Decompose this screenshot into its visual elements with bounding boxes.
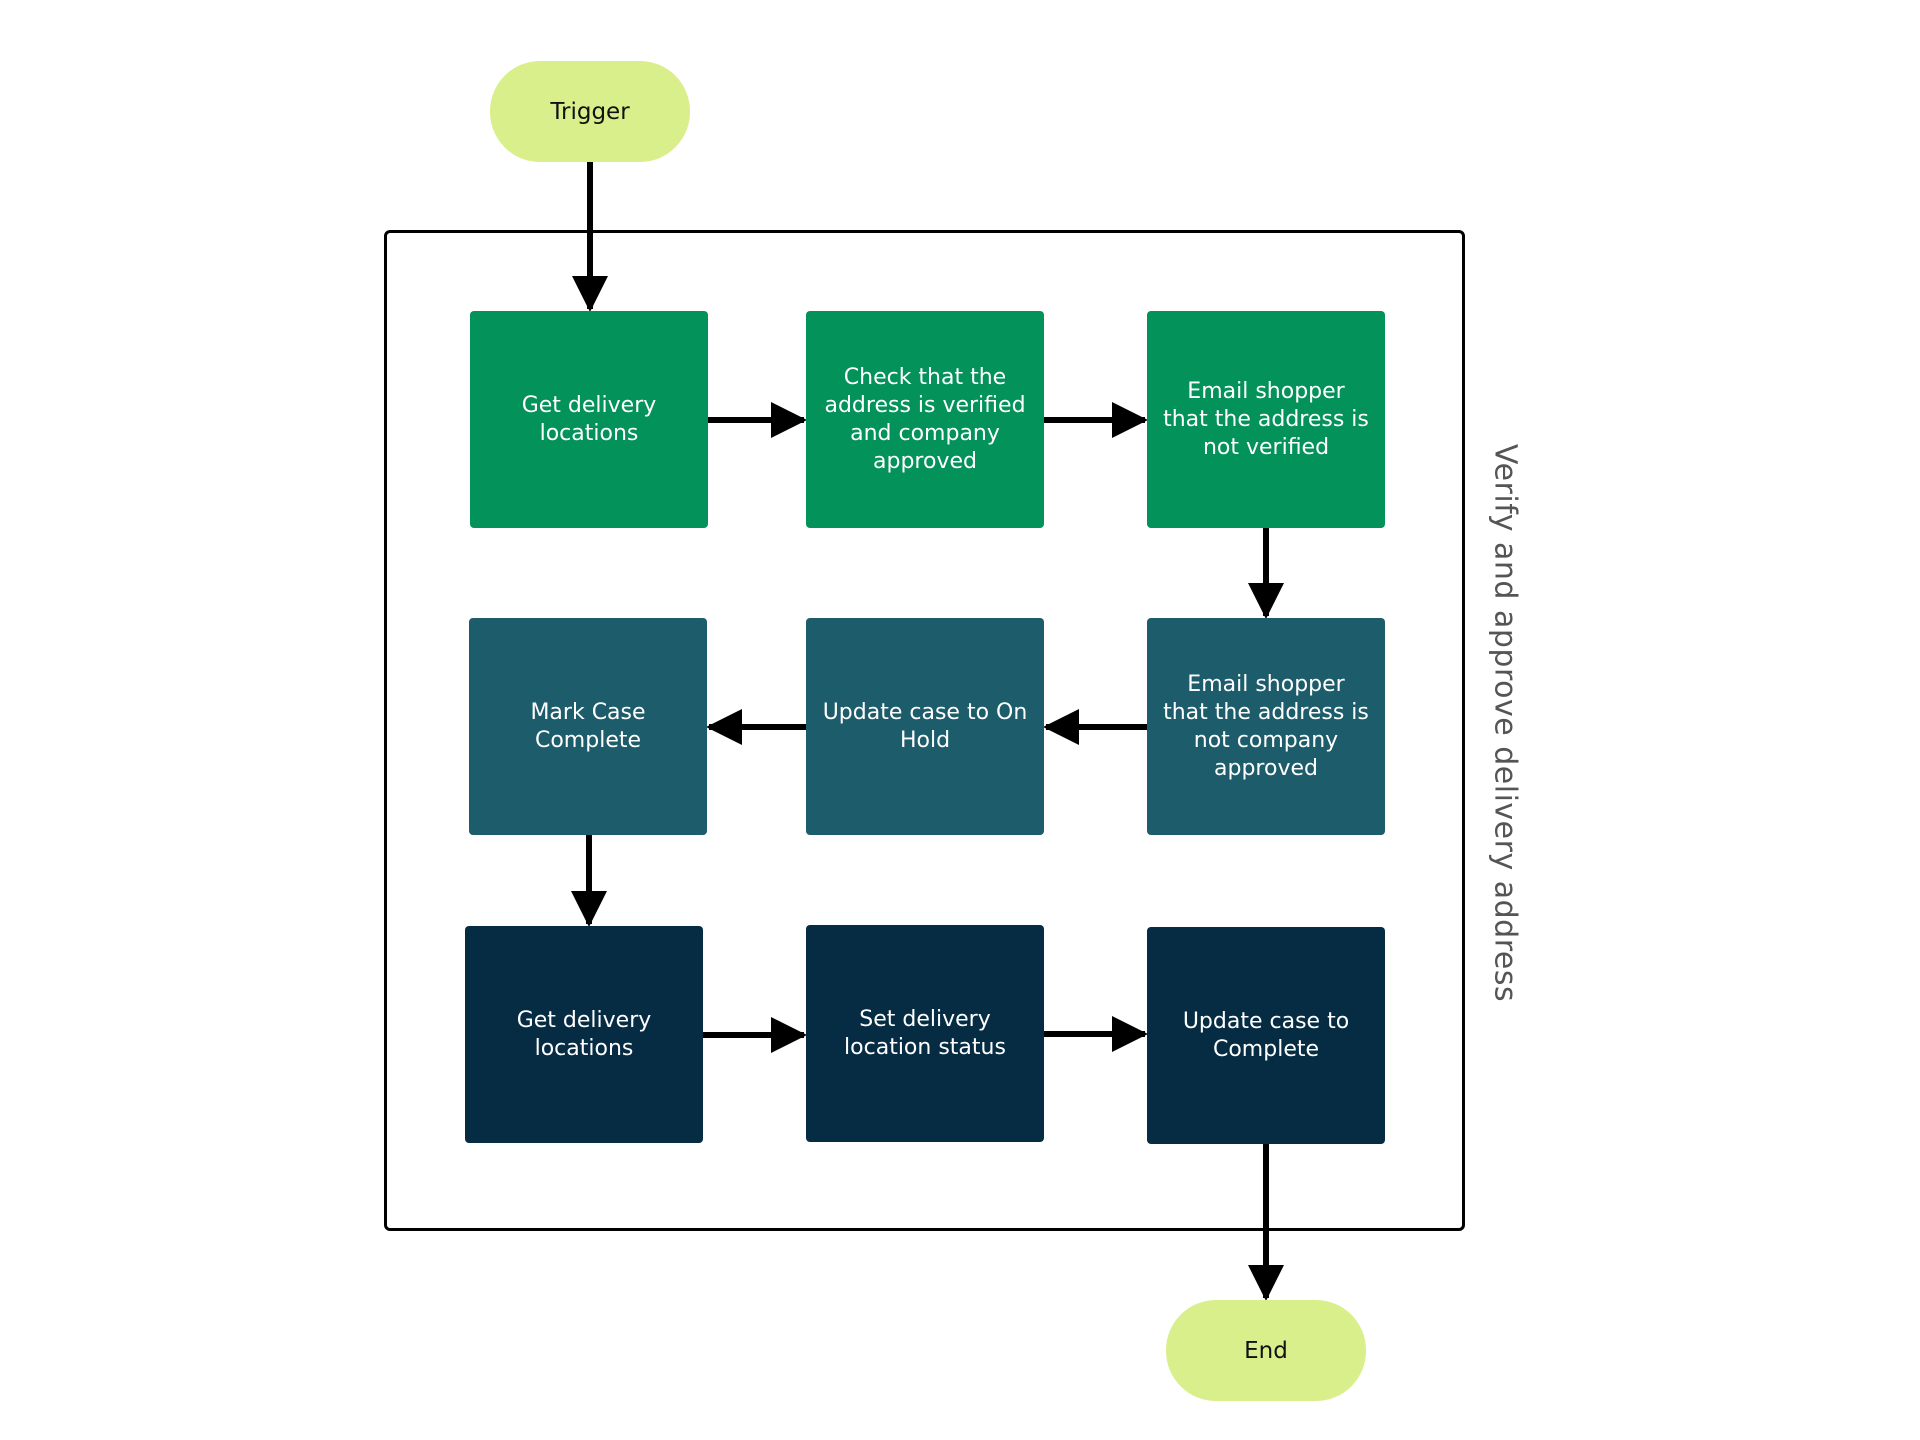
- step-email-not-company-approved[interactable]: Email shopper that the address is not co…: [1147, 618, 1385, 835]
- step-get-delivery-locations-2[interactable]: Get delivery locations: [465, 926, 703, 1143]
- step-update-case-complete[interactable]: Update case to Complete: [1147, 927, 1385, 1144]
- step-label: Mark Case Complete: [530, 699, 646, 753]
- step-label: Set delivery location status: [844, 1006, 1006, 1060]
- step-label: Check that the address is verified and c…: [824, 364, 1026, 474]
- step-label: Update case to On Hold: [822, 699, 1028, 753]
- start-terminal[interactable]: Trigger: [490, 61, 690, 162]
- step-set-delivery-location-status[interactable]: Set delivery location status: [806, 925, 1044, 1142]
- step-label: Email shopper that the address is not ve…: [1163, 378, 1369, 460]
- step-label: Email shopper that the address is not co…: [1163, 671, 1369, 781]
- step-label: Get delivery locations: [516, 1007, 652, 1061]
- start-terminal-label: Trigger: [550, 98, 630, 125]
- step-update-case-on-hold[interactable]: Update case to On Hold: [806, 618, 1044, 835]
- step-label: Update case to Complete: [1182, 1008, 1350, 1062]
- end-terminal[interactable]: End: [1166, 1300, 1366, 1401]
- swimlane-label: Verify and approve delivery address: [1487, 443, 1523, 1003]
- end-terminal-label: End: [1244, 1337, 1288, 1364]
- step-label: Get delivery locations: [521, 392, 657, 446]
- swimlane-container: [384, 230, 1465, 1231]
- step-mark-case-complete[interactable]: Mark Case Complete: [469, 618, 707, 835]
- step-get-delivery-locations[interactable]: Get delivery locations: [470, 311, 708, 528]
- step-check-address-verified[interactable]: Check that the address is verified and c…: [806, 311, 1044, 528]
- step-email-not-verified[interactable]: Email shopper that the address is not ve…: [1147, 311, 1385, 528]
